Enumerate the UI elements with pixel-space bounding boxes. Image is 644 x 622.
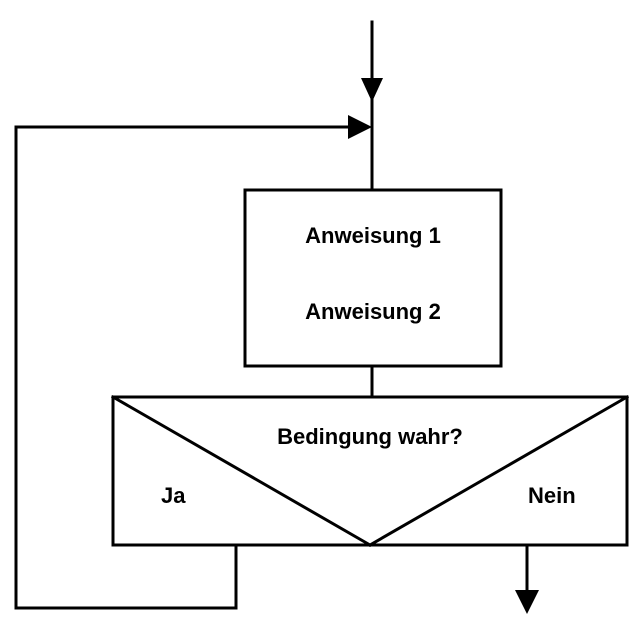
loop-back-line: [14, 125, 352, 610]
statement-1-label: Anweisung 1: [305, 223, 441, 248]
decision-box: [111, 395, 629, 547]
statement-2-label: Anweisung 2: [305, 299, 441, 324]
decision-diagonal-right: [367, 394, 630, 548]
no-branch-label: Nein: [528, 483, 576, 508]
decision-diagonal-left: [110, 394, 373, 548]
statement-block: [243, 188, 503, 368]
exit-arrowhead: [515, 590, 539, 614]
loop-back-arrowhead: [348, 115, 372, 139]
entry-arrowhead: [361, 78, 383, 102]
condition-label: Bedingung wahr?: [277, 424, 463, 449]
yes-branch-label: Ja: [161, 483, 186, 508]
